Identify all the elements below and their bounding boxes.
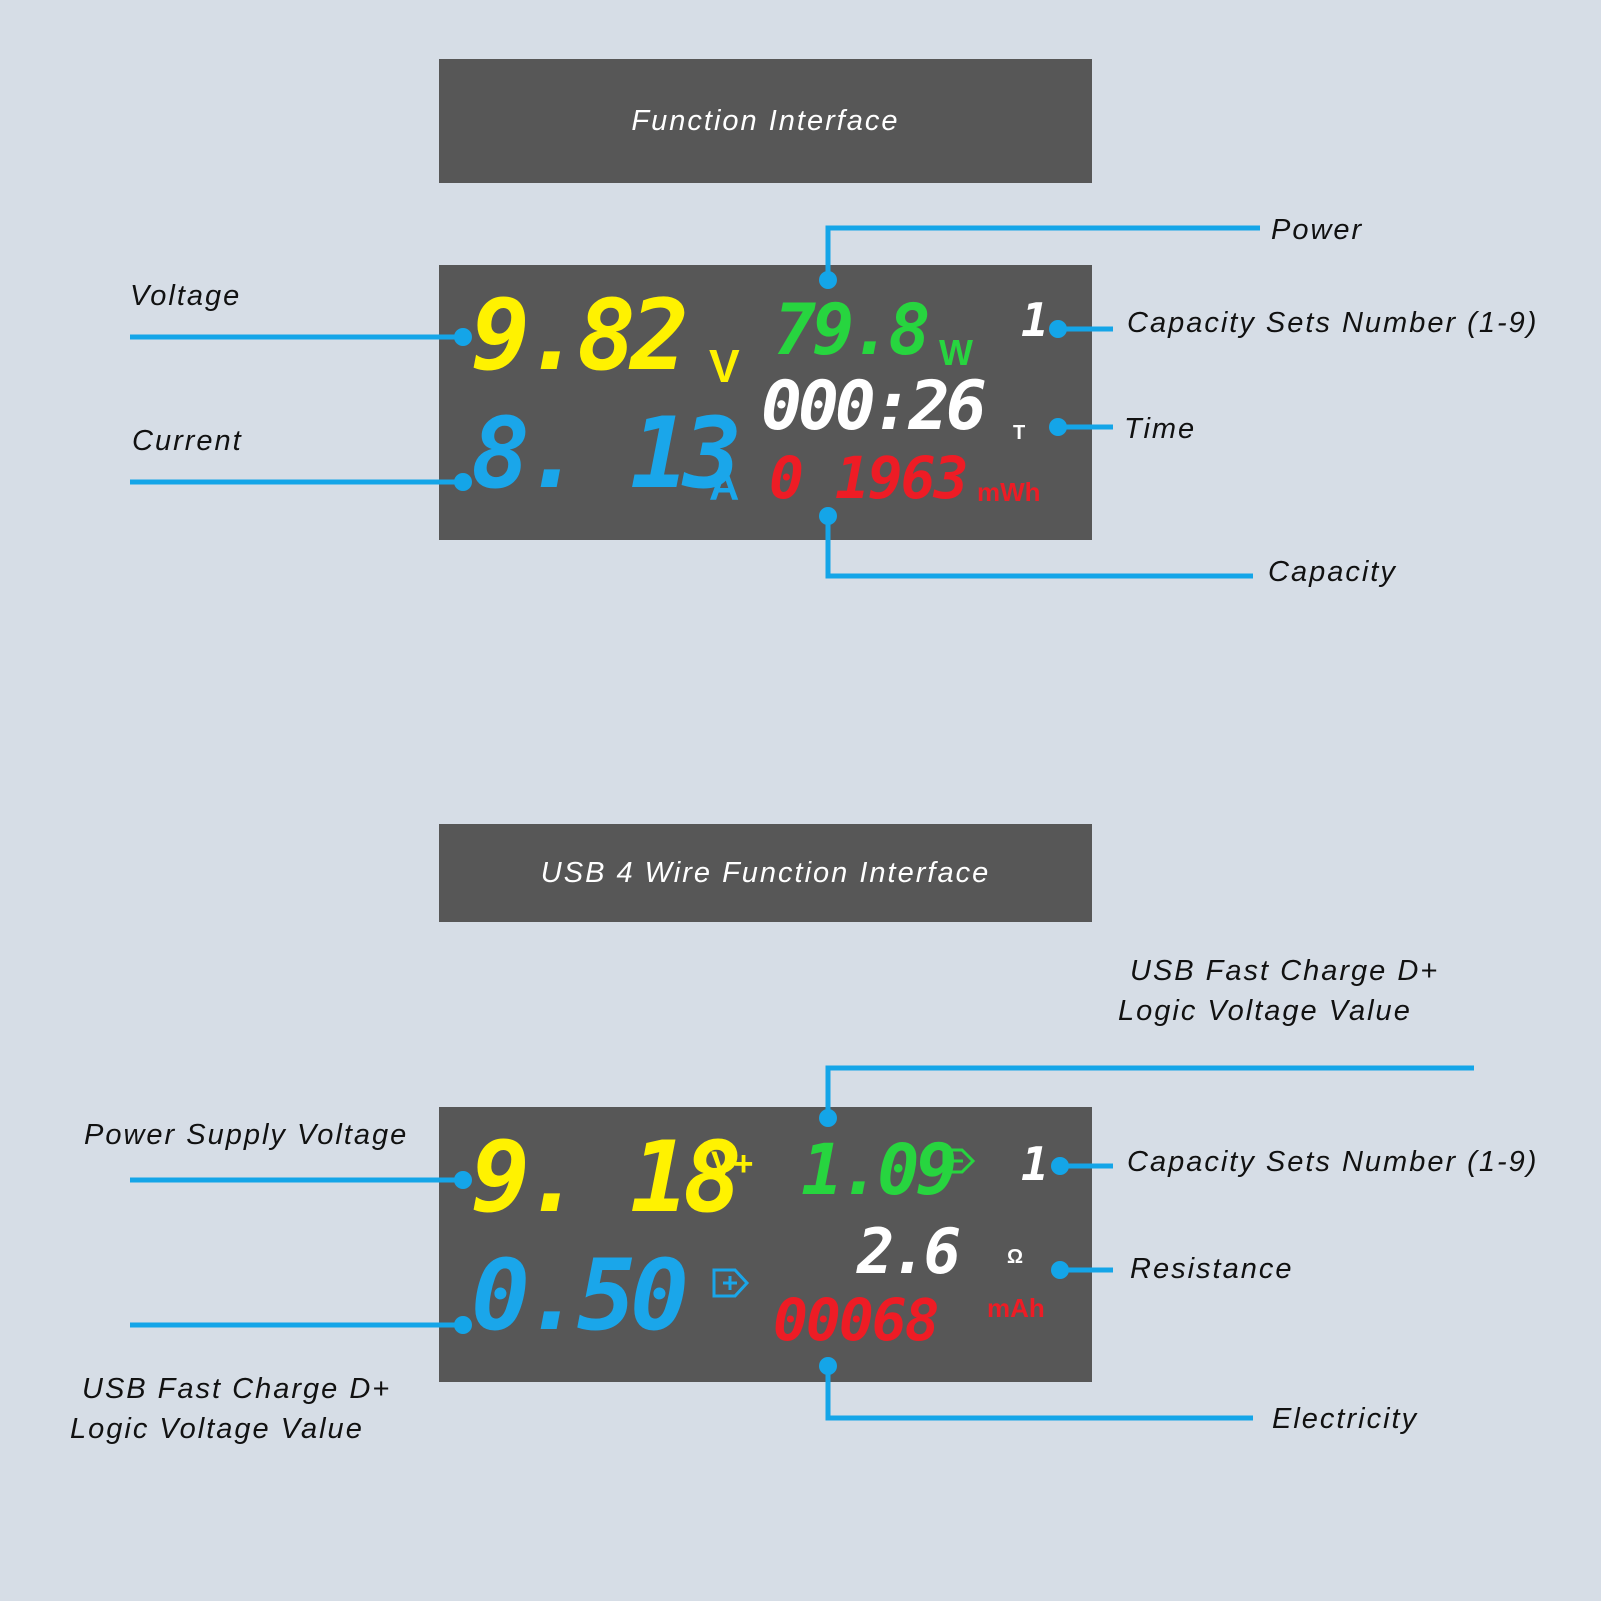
voltage-dot	[454, 328, 472, 346]
capacity-sets-number-label-2: Capacity Sets Number (1-9)	[1127, 1146, 1539, 1178]
resistance-dot	[1051, 1261, 1069, 1279]
electricity-dot	[819, 1357, 837, 1375]
current-dot	[454, 473, 472, 491]
electricity-unit: mAh	[987, 1293, 1045, 1323]
capacity-dot	[819, 507, 837, 525]
function-interface-title-text: Function Interface	[631, 104, 900, 137]
time-reading: 000:26	[761, 367, 987, 446]
power-unit: W	[939, 332, 973, 373]
d-plus-bottom-label-line1: USB Fast Charge D+	[82, 1373, 392, 1405]
d-plus-icon	[712, 1268, 750, 1298]
d-plus-top-dot	[819, 1109, 837, 1127]
d-minus-icon	[942, 1148, 976, 1174]
time-unit: T	[1013, 422, 1026, 444]
current-label: Current	[132, 425, 243, 457]
resistance-reading: 2.6	[857, 1215, 961, 1288]
resistance-label: Resistance	[1130, 1253, 1294, 1285]
power-supply-voltage-label: Power Supply Voltage	[84, 1119, 409, 1151]
capacity-set-number-2: 1	[1021, 1137, 1049, 1191]
capacity-reading: 0 1963	[769, 444, 969, 512]
power-dot	[819, 271, 837, 289]
time-label: Time	[1124, 413, 1197, 445]
usb-4-wire-interface-title-text: USB 4 Wire Function Interface	[540, 856, 991, 889]
capacity-set-number: 1	[1021, 293, 1049, 347]
current-reading: 8. 13	[471, 397, 742, 511]
power-label: Power	[1271, 214, 1364, 246]
capacity-label: Capacity	[1268, 556, 1397, 588]
power-leader	[825, 225, 1260, 280]
current-unit: A	[709, 462, 740, 509]
resistance-unit: Ω	[1007, 1246, 1024, 1268]
set-number-dot	[1049, 320, 1067, 338]
d-plus-bottom-dot	[454, 1316, 472, 1334]
usb-4-wire-interface-title: USB 4 Wire Function Interface	[439, 824, 1092, 922]
supply-voltage-dot	[454, 1171, 472, 1189]
time-dot	[1049, 418, 1067, 436]
d-plus-top-label-line1: USB Fast Charge D+	[1130, 955, 1440, 987]
electricity-reading: 00068	[773, 1286, 940, 1354]
d-minus-voltage-reading: 0.50	[471, 1239, 689, 1353]
voltage-label: Voltage	[130, 280, 242, 312]
voltage-reading: 9.82	[471, 279, 689, 393]
d-plus-top-label-line2: Logic Voltage Value	[1118, 995, 1412, 1027]
d-plus-voltage-reading: 1.09	[801, 1129, 958, 1211]
supply-voltage-unit: V+	[711, 1145, 754, 1183]
function-interface-display: 9.82 V 8. 13 A 79.8 W 1 000:26 T 0 1963 …	[439, 265, 1092, 540]
voltage-unit: V	[709, 340, 740, 392]
power-reading: 79.8	[774, 289, 931, 371]
set-number-dot-2	[1051, 1157, 1069, 1175]
supply-voltage-reading: 9. 18	[471, 1121, 742, 1235]
electricity-leader	[825, 1366, 1253, 1421]
usb-4-wire-interface-display: 9. 18 V+ 0.50 1.09 1 2.6 Ω 00068 mAh	[439, 1107, 1092, 1382]
capacity-unit: mWh	[977, 477, 1041, 507]
capacity-sets-number-label: Capacity Sets Number (1-9)	[1127, 307, 1539, 339]
d-plus-top-leader	[825, 1065, 1474, 1118]
capacity-leader	[825, 516, 1253, 579]
d-plus-bottom-label-line2: Logic Voltage Value	[70, 1413, 364, 1445]
electricity-label: Electricity	[1272, 1403, 1419, 1435]
function-interface-title: Function Interface	[439, 59, 1092, 183]
